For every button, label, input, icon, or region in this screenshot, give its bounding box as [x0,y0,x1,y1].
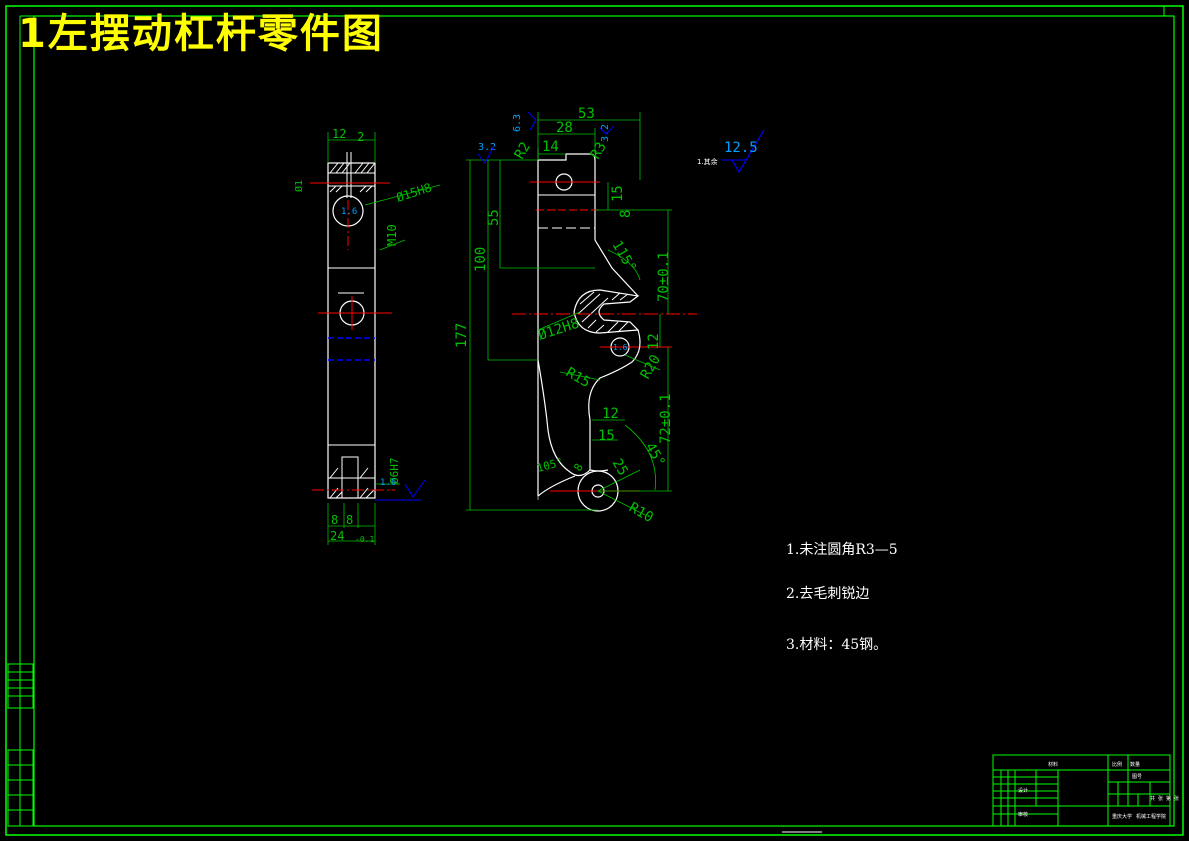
side-dim-bottom-a: 8 [331,513,338,527]
front-dim-h15: 15 [598,428,615,444]
front-dim-r-left: R2 [512,139,534,162]
front-dim-r15: R15 [563,365,593,392]
side-dim-thread: M10 [385,224,399,246]
tb-cell-scale: 比例 [1112,761,1122,768]
tech-note-2: 2.去毛刺锐边 [786,586,870,602]
front-dim-v8: 8 [618,210,634,218]
front-dim-h12: 12 [602,406,619,422]
front-roughness-mid: 1.6 [613,343,628,352]
front-slot [573,289,640,334]
tech-note-3: 3.材料：45钢。 [786,637,888,653]
overall-roughness-value: 12.5 [724,140,758,156]
front-dim-v15: 15 [610,185,626,202]
tb-cell-qty: 数量 [1130,761,1140,768]
front-dim-r20: R20 [638,352,665,382]
tb-cell-sheets: 共 张 第 张 [1150,795,1179,802]
tb-cell-school: 重庆大学 [1112,813,1132,820]
side-dimensions [327,132,441,545]
front-dim-overall-width: 53 [578,106,595,122]
front-dim-v72: 72±0.1 [658,393,674,444]
side-dim-top-small: 2 [357,130,364,144]
outer-frame [5,5,1184,836]
tb-cell-review: 审核 [1018,811,1028,818]
front-dim-r-right: R3 [588,139,610,162]
front-dim-bore: Ø12H8 [536,316,581,344]
side-dim-small-hole: Ø1 [293,180,305,192]
front-dim-v177: 177 [454,323,470,348]
side-dim-top-width: 12 [332,127,346,141]
overall-roughness-symbol [731,129,765,174]
side-dim-hole-dia: Ø15H8 [395,180,434,204]
front-dim-slot: 14 [542,139,559,155]
title-block [992,754,1171,827]
tb-cell-material: 材料 [1048,761,1058,768]
side-bottom-hatch [328,456,375,499]
side-roughness-a: 1.6 [341,207,357,217]
tb-cell-design: 设计 [1018,787,1028,794]
front-dim-v12: 12 [646,333,662,350]
front-dim-r10: R10 [626,500,656,527]
side-view: 12 2 8 8 24 -0.1 Ø15H8 M10 Ø1 Ø6H7 1.6 1… [293,127,441,545]
side-dim-bottom-b: 8 [346,513,353,527]
inner-frame [33,15,1175,827]
front-dim-v100: 100 [473,247,489,272]
roughness-note-label: 1.其余 [697,158,718,166]
side-record-table [7,663,34,827]
front-dim-v55: 55 [486,209,502,226]
side-roughness-symbol [404,479,426,498]
front-dim-top-width: 28 [556,120,573,136]
front-dim-v25: 25 [609,456,631,479]
side-dim-bottom-tol: -0.1 [355,535,374,544]
side-dim-bottom-total: 24 [330,529,344,543]
tb-cell-dept: 机械工程学院 [1136,813,1166,820]
front-dim-v8b: 8 [571,461,586,473]
front-roughness-left-top: 6.3 [512,114,523,132]
front-roughness-left: 3.2 [478,142,496,153]
side-roughness-b: 1.6 [380,478,396,488]
tech-note-1: 1.未注圆角R3—5 [786,542,898,558]
drawing-title: 1左摆动杠杆零件图 [18,11,384,57]
front-dim-angle105: 105° [535,455,564,474]
tb-cell-drawing-no: 图号 [1132,774,1142,780]
front-dim-v70: 70±0.1 [656,251,672,302]
front-view: 53 28 14 R2 R3 15 8 55 100 177 115° 70±0… [454,106,697,526]
side-dim-bottom-fit: Ø6H7 [388,458,401,485]
front-dimensions [466,112,672,516]
